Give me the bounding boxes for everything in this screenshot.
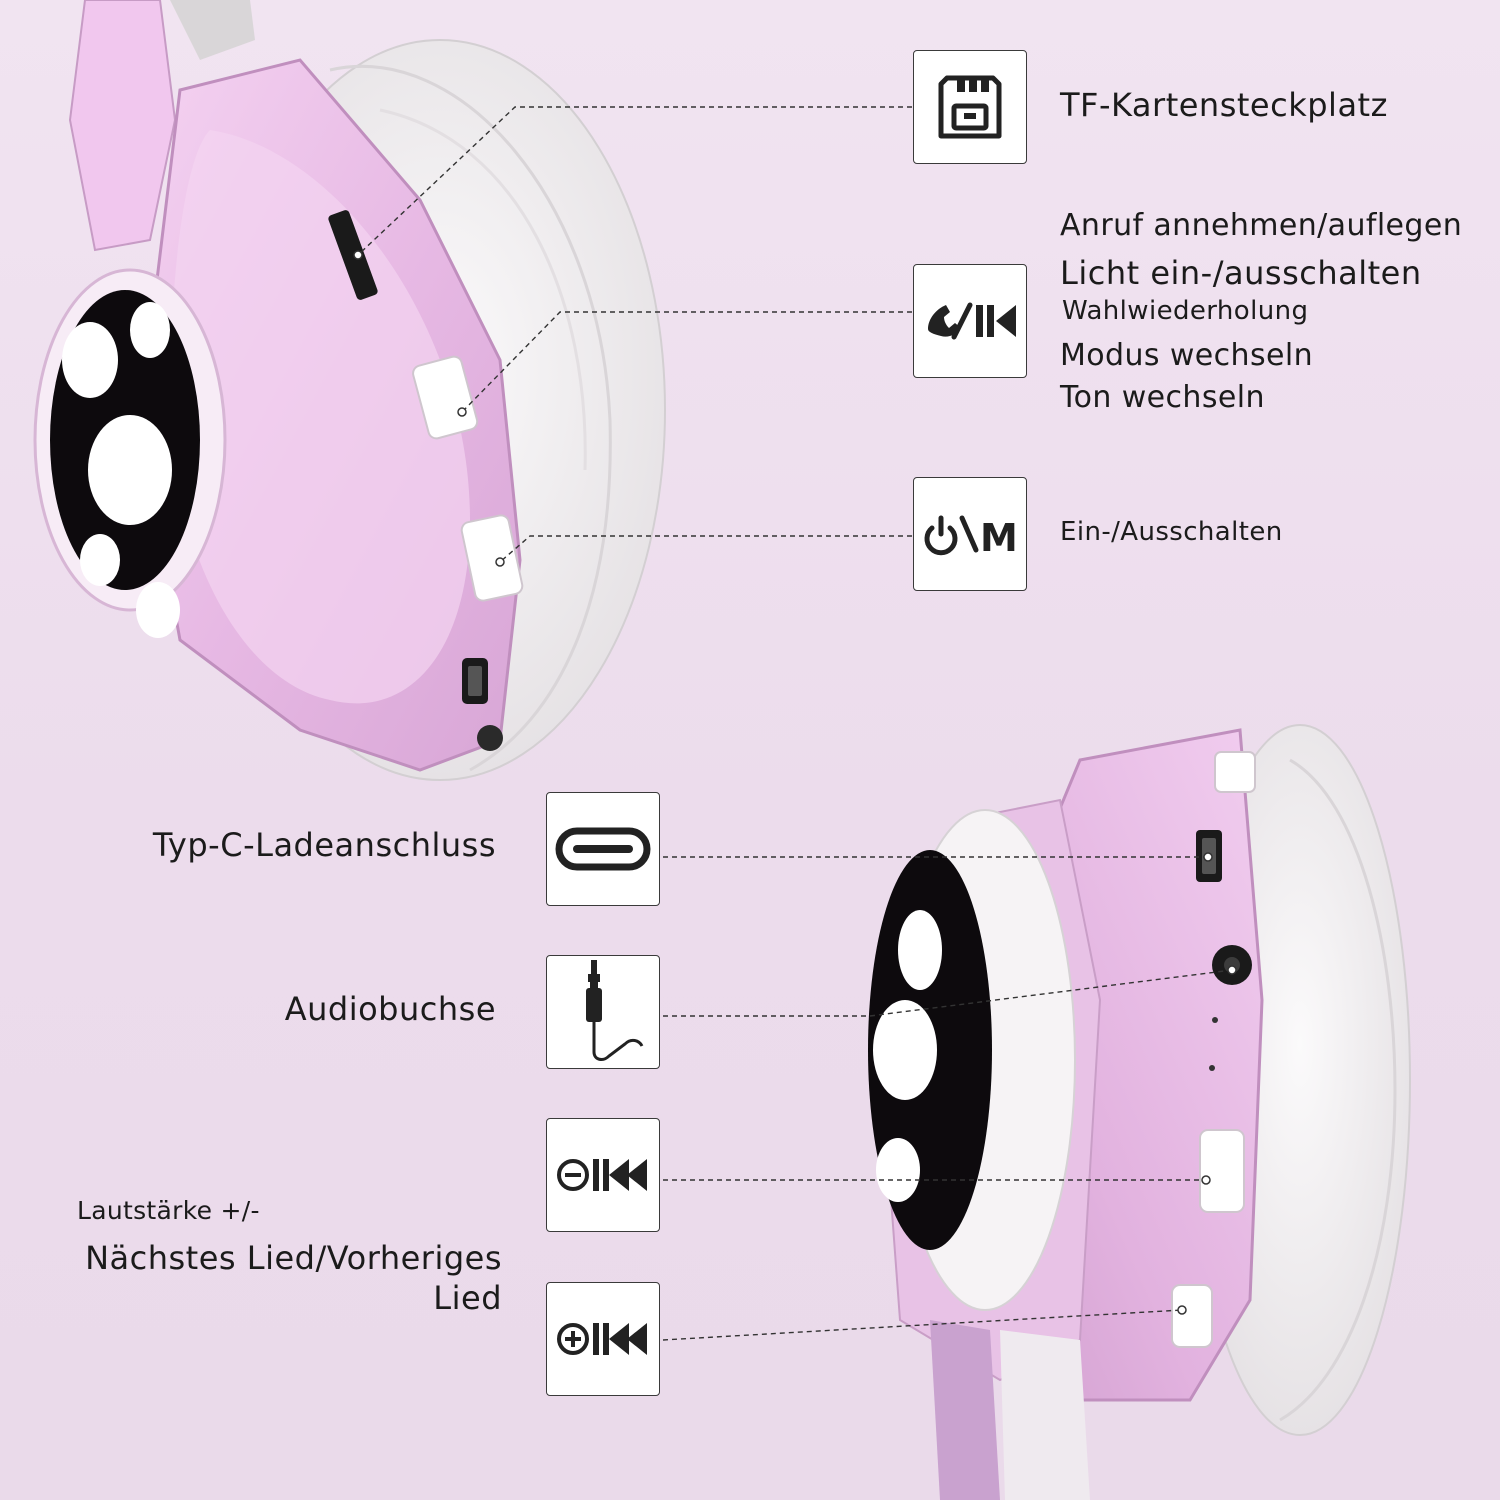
audio-jack-icon	[586, 960, 644, 1061]
volume-minus-icon-box	[546, 1118, 660, 1232]
power-mode-icon: M	[924, 515, 1018, 560]
multi-button-icon-box	[913, 264, 1027, 378]
power-label: Ein-/Ausschalten	[1060, 517, 1283, 547]
upper-headphone	[33, 0, 666, 781]
multi-label-mode: Modus wechseln	[1060, 338, 1313, 373]
track-label-line1: Nächstes Lied/Vorheriges	[85, 1239, 502, 1277]
lower-headphone	[868, 724, 1411, 1500]
tf-card-icon-box	[913, 50, 1027, 164]
mode-letter: M	[980, 516, 1018, 560]
callout-endpoints	[353, 250, 1237, 1315]
volume-plus-icon-box	[546, 1282, 660, 1396]
usb-c-label: Typ-C-Ladeanschluss	[152, 826, 496, 864]
usb-c-icon-box	[546, 792, 660, 906]
volume-plus-icon	[557, 1323, 647, 1355]
multi-label-answer-call: Anruf annehmen/auflegen	[1060, 208, 1463, 243]
multi-label-sound: Ton wechseln	[1060, 380, 1265, 415]
audio-jack-icon-box	[546, 955, 660, 1069]
track-label-line2: Lied	[433, 1279, 502, 1317]
multi-label-redial: Wahlwiederholung	[1062, 296, 1309, 326]
volume-small-label: Lautstärke +/-	[77, 1196, 260, 1225]
multi-label-light-toggle: Licht ein-/ausschalten	[1060, 254, 1422, 292]
phone-prev-icon	[928, 302, 1016, 340]
tf-card-label: TF-Kartensteckplatz	[1060, 86, 1388, 124]
usb-c-icon	[555, 827, 651, 871]
callout-lines	[357, 106, 1233, 1341]
audio-jack-label: Audiobuchse	[284, 990, 496, 1028]
power-button-icon-box: M	[913, 477, 1027, 591]
sd-card-icon	[938, 75, 1002, 139]
volume-minus-icon	[557, 1159, 647, 1191]
